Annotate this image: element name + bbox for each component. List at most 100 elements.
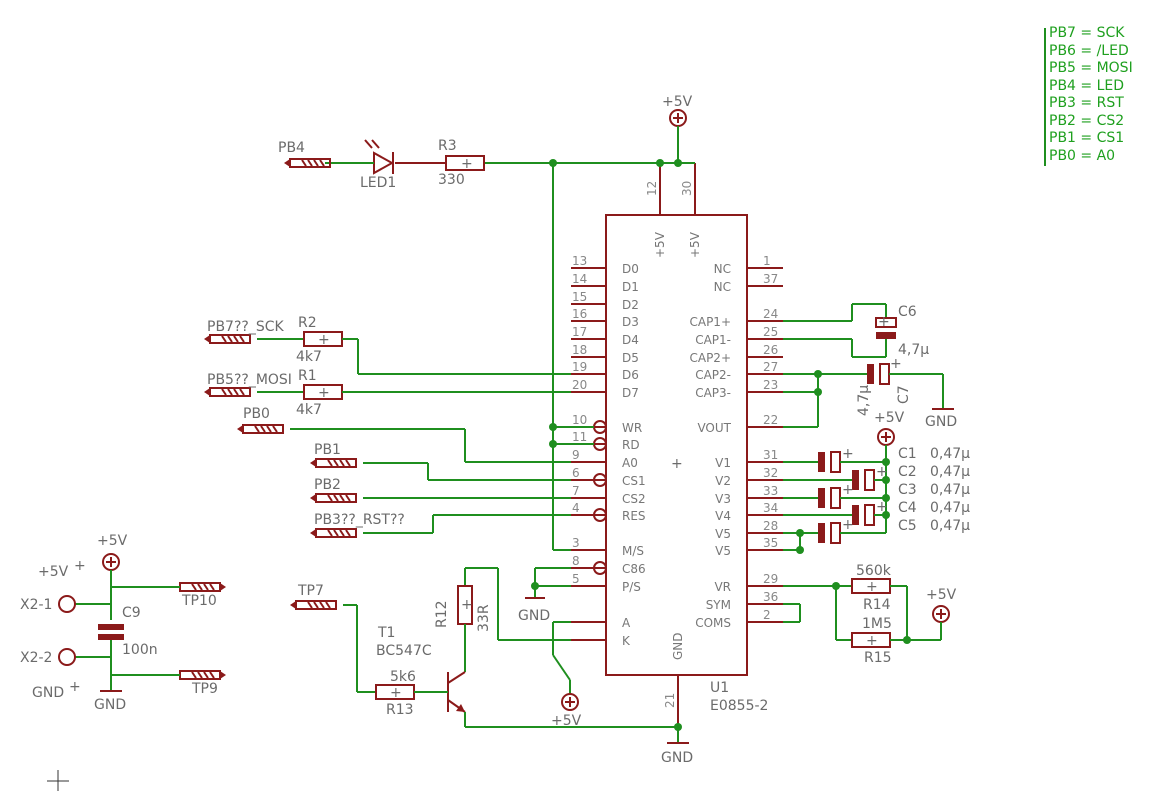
pin-number: 37	[763, 272, 778, 286]
r15-name: R15	[864, 650, 892, 666]
pin-number: 7	[572, 484, 580, 498]
r3-value: 330	[438, 172, 465, 188]
c9-section: +5V GND C9 100n X2-1 X2-2 +5V + GND +	[20, 533, 180, 713]
pin-number: 17	[572, 325, 587, 339]
cap-name: C5	[898, 518, 917, 534]
connector-label: PB4	[278, 140, 305, 156]
svg-text:+: +	[876, 464, 888, 480]
pin-number: 36	[763, 590, 778, 604]
supply-label: +5V	[97, 533, 128, 549]
legend-line: PB4 = LED	[1049, 78, 1124, 94]
pin-label: V2	[715, 474, 731, 488]
pin-number: 11	[572, 430, 587, 444]
pin-number: 10	[572, 413, 587, 427]
r13-value: 5k6	[390, 669, 416, 685]
r1-value: 4k7	[296, 402, 322, 418]
svg-text:+: +	[876, 499, 888, 515]
legend-line: PB7 = SCK	[1049, 25, 1125, 41]
pin-number: 19	[572, 360, 587, 374]
connector-label: TP7	[297, 583, 324, 599]
transistor-t1: GND T1 BC547C + 5k6 R13	[343, 604, 693, 766]
svg-text:+: +	[461, 156, 473, 172]
pin-label: D7	[622, 386, 639, 400]
pin-label: +5V	[688, 231, 702, 258]
r14-value: 560k	[856, 563, 892, 579]
gnd-text: GND	[32, 685, 64, 701]
r12-value: 33R	[476, 604, 492, 632]
pin-label: +5V	[653, 231, 667, 258]
pin-number: 21	[663, 693, 677, 708]
origin-cross	[47, 770, 69, 791]
gnd-label: GND	[518, 608, 550, 624]
pin-number: 32	[763, 466, 778, 480]
legend-line: PB6 = /LED	[1049, 43, 1129, 59]
pin-label: RES	[622, 509, 646, 523]
legend-line: PB3 = RST	[1049, 95, 1124, 111]
cap-value: 0,47µ	[930, 464, 970, 480]
right-wiring: + C6 4,7µ + GND C7 4,7µ +5V	[783, 303, 970, 666]
legend-line: PB0 = A0	[1049, 148, 1115, 164]
pin-label: COMS	[695, 616, 731, 630]
pin-number: 23	[763, 378, 778, 392]
pin-number: 5	[572, 572, 580, 586]
r15-value: 1M5	[862, 616, 892, 632]
svg-text:+: +	[866, 579, 878, 595]
r2-name: R2	[298, 315, 317, 331]
pin-label: CAP1-	[695, 333, 731, 347]
c9-name: C9	[122, 605, 141, 621]
pin-label: CAP3-	[695, 386, 731, 400]
pin-number: 1	[763, 254, 771, 268]
resistor-r12: + R12 33R	[434, 585, 492, 672]
ic-name: U1	[710, 680, 729, 696]
t1-name: T1	[377, 625, 395, 641]
pin-number: 22	[763, 413, 778, 427]
pin-label: CAP2-	[695, 368, 731, 382]
pin-legend: PB7 = SCK PB6 = /LED PB5 = MOSI PB4 = LE…	[1044, 25, 1133, 166]
pin-number: 9	[572, 448, 580, 462]
pin-label: D6	[622, 368, 639, 382]
pin-number: 33	[763, 484, 778, 498]
pin-label: D2	[622, 298, 639, 312]
svg-text:+: +	[318, 332, 330, 348]
connector-tp10: TP10	[179, 582, 226, 609]
led1-label: LED1	[360, 175, 396, 191]
pin-label: C86	[622, 562, 646, 576]
pin-number: 34	[763, 501, 778, 515]
vcc-plus: +	[74, 558, 86, 574]
svg-text:+: +	[842, 446, 854, 462]
t1-value: BC547C	[376, 643, 432, 659]
pin-label: M/S	[622, 544, 644, 558]
connector-label: TP10	[181, 593, 217, 609]
ic-value: E0855-2	[710, 698, 768, 714]
pin-number: 24	[763, 307, 778, 321]
pin-number: 30	[680, 181, 694, 196]
pin-label: NC	[714, 280, 731, 294]
pin-label: D4	[622, 333, 639, 347]
pin-number: 28	[763, 519, 778, 533]
svg-text:+: +	[390, 685, 402, 701]
r13-name: R13	[386, 702, 414, 718]
legend-line: PB5 = MOSI	[1049, 60, 1133, 76]
connector-pb0: PB0	[237, 406, 284, 434]
connector-label: PB0	[243, 406, 270, 422]
c7-name: C7	[896, 385, 912, 404]
pin-label: VOUT	[697, 421, 731, 435]
connector-label: PB3??_RST??	[314, 512, 405, 528]
gnd-label: GND	[661, 750, 693, 766]
connector-tp9: TP9	[179, 670, 226, 697]
connector-label: PB2	[314, 477, 341, 493]
vcc-label: +5V	[38, 564, 69, 580]
legend-line: PB2 = CS2	[1049, 113, 1124, 129]
pin-label: V1	[715, 456, 731, 470]
ic-center-mark: +	[671, 456, 683, 472]
pin-number: 8	[572, 554, 580, 568]
cap-name: C3	[898, 482, 917, 498]
svg-text:+: +	[878, 314, 890, 330]
left-wiring: + R2 4k7 + R1 4k7 GND	[257, 163, 594, 729]
pin-label: CS1	[622, 474, 646, 488]
cap-value: 0,47µ	[930, 500, 970, 516]
connector-pb2: PB2	[310, 477, 357, 503]
c9-value: 100n	[122, 642, 158, 658]
c7-value: 4,7µ	[856, 385, 872, 416]
